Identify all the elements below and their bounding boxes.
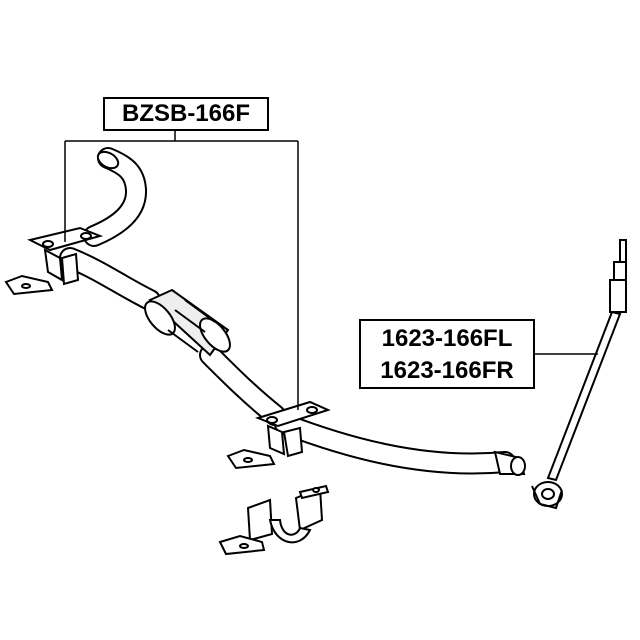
stabilizer-link[interactable] bbox=[531, 239, 627, 510]
bushing-bracket-detail[interactable] bbox=[218, 484, 330, 556]
bar-end-upper bbox=[96, 150, 120, 170]
bushing-bracket-right[interactable] bbox=[226, 400, 331, 470]
stabilizer-bar[interactable] bbox=[59, 147, 516, 475]
part-label-stabilizer-link[interactable]: 1623-166FL 1623-166FR bbox=[359, 319, 535, 389]
bar-end-lower bbox=[493, 450, 526, 476]
leader-lines bbox=[64, 131, 598, 410]
bushing-bracket-left[interactable] bbox=[4, 226, 104, 296]
part-label-bushing[interactable]: BZSB-166F bbox=[103, 97, 269, 131]
part-label-link-fl: 1623-166FL bbox=[381, 325, 513, 352]
stabilizer-center-sleeve bbox=[144, 288, 231, 357]
part-label-link-fr: 1623-166FR bbox=[380, 357, 514, 384]
